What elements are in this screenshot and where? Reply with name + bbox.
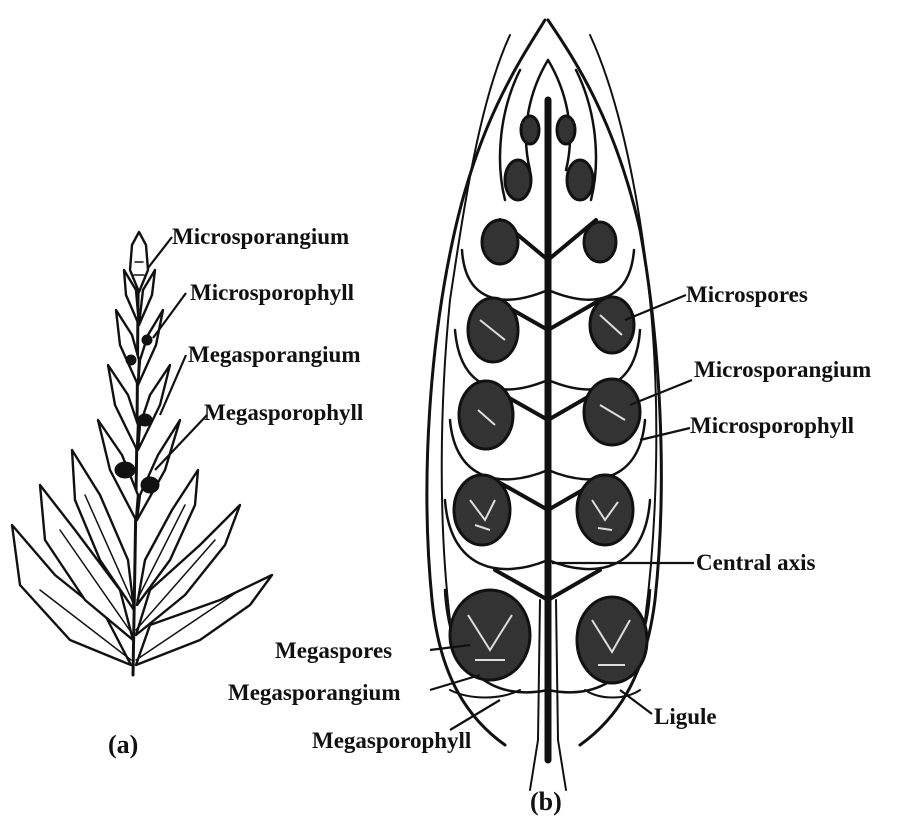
fig-b-ligule-label: Ligule bbox=[654, 704, 717, 729]
fig-b-central-axis-label: Central axis bbox=[696, 550, 816, 575]
fig-a-microsporangium-label: Microsporangium bbox=[172, 224, 349, 249]
fig-b-caption: (b) bbox=[530, 787, 562, 816]
fig-a-megasporangium-label: Megasporangium bbox=[188, 342, 361, 367]
fig-b-megasporangium-label: Megasporangium bbox=[228, 680, 401, 705]
figure-a-strobilus-shoot: Microsporangium Microsporophyll Megaspor… bbox=[12, 224, 363, 759]
fig-a-microsporophyll-label: Microsporophyll bbox=[190, 280, 354, 305]
fig-b-megaspores-label: Megaspores bbox=[275, 638, 392, 663]
fig-a-caption: (a) bbox=[108, 730, 138, 759]
fig-a-megasporophyll-label: Megasporophyll bbox=[204, 400, 363, 425]
fig-b-megasporophyll-label: Megasporophyll bbox=[312, 728, 471, 753]
fig-b-microspores-label: Microspores bbox=[686, 282, 808, 307]
fig-b-microsporangium-label: Microsporangium bbox=[694, 357, 871, 382]
fig-b-microsporophyll-label: Microsporophyll bbox=[690, 413, 854, 438]
